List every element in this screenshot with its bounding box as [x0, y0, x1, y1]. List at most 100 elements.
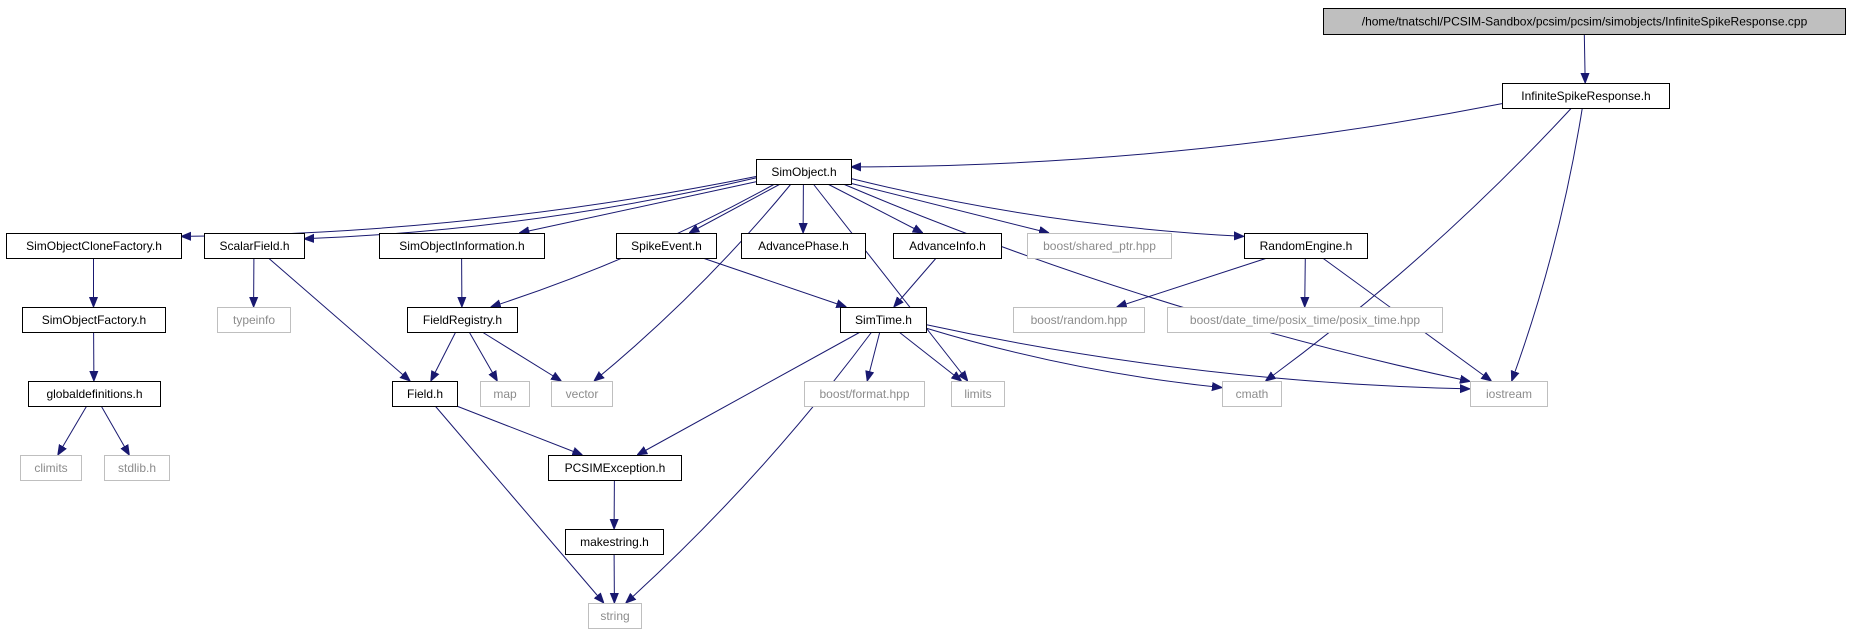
node-soinfo[interactable]: SimObjectInformation.h [379, 233, 545, 259]
node-stdlib[interactable]: stdlib.h [104, 455, 170, 481]
node-label: stdlib.h [118, 461, 156, 475]
node-box [28, 381, 161, 407]
node-box [840, 307, 927, 333]
node-label: SimObjectInformation.h [399, 239, 524, 253]
node-label: SimTime.h [855, 313, 912, 327]
node-label: SimObjectCloneFactory.h [26, 239, 162, 253]
edge-fieldregistry-to-map [468, 331, 497, 381]
node-box [616, 233, 717, 259]
node-label: boost/random.hpp [1031, 313, 1128, 327]
node-boostformat[interactable]: boost/format.hpp [804, 381, 925, 407]
node-box [1027, 233, 1172, 259]
node-label: boost/shared_ptr.hpp [1043, 239, 1156, 253]
edge-scalarfield-to-field [268, 257, 410, 381]
node-box [392, 381, 458, 407]
node-field[interactable]: Field.h [392, 381, 458, 407]
node-box [1167, 307, 1443, 333]
node-makestring[interactable]: makestring.h [565, 529, 664, 555]
node-label: iostream [1486, 387, 1532, 401]
node-label: AdvanceInfo.h [909, 239, 986, 253]
edge-globaldefs-to-stdlib [100, 405, 129, 455]
edge-simobject-to-scalarfield [304, 177, 757, 239]
edge-simobject-to-sharedptr [850, 182, 1049, 233]
node-box [1470, 381, 1548, 407]
node-box [1244, 233, 1368, 259]
node-randomengine[interactable]: RandomEngine.h [1244, 233, 1368, 259]
node-label: SimObject.h [771, 165, 836, 179]
edge-randomengine-to-boostrandom [1117, 257, 1268, 307]
node-label: cmath [1236, 387, 1269, 401]
node-label: Field.h [407, 387, 443, 401]
node-box [756, 159, 852, 185]
node-box [20, 455, 82, 481]
edge-simobject-to-limits [812, 183, 967, 381]
edge-isr-to-cmath [1266, 107, 1572, 381]
node-label: makestring.h [580, 535, 649, 549]
node-clonefactory[interactable]: SimObjectCloneFactory.h [6, 233, 182, 259]
edge-simtime-to-limits [898, 331, 962, 381]
node-box [893, 233, 1002, 259]
edge-simtime-to-boostformat [867, 331, 881, 381]
node-pcsimexception[interactable]: PCSIMException.h [548, 455, 682, 481]
node-scalarfield[interactable]: ScalarField.h [204, 233, 305, 259]
edge-root-to-isr [1584, 33, 1585, 83]
node-simtime[interactable]: SimTime.h [840, 307, 927, 333]
node-sofactory[interactable]: SimObjectFactory.h [22, 307, 166, 333]
node-box [6, 233, 182, 259]
edge-simobject-to-vector [594, 183, 792, 381]
node-fieldregistry[interactable]: FieldRegistry.h [407, 307, 518, 333]
node-globaldefs[interactable]: globaldefinitions.h [28, 381, 161, 407]
node-layer: /home/tnatschl/PCSIM-Sandbox/pcsim/pcsim… [6, 8, 1846, 629]
node-boostrandom[interactable]: boost/random.hpp [1013, 307, 1145, 333]
node-label: boost/format.hpp [819, 387, 909, 401]
node-box [741, 233, 866, 259]
node-spikeevent[interactable]: SpikeEvent.h [616, 233, 717, 259]
node-label: AdvancePhase.h [758, 239, 849, 253]
node-box [551, 381, 613, 407]
node-map[interactable]: map [480, 381, 530, 407]
node-advanceinfo[interactable]: AdvanceInfo.h [893, 233, 1002, 259]
node-isr[interactable]: InfiniteSpikeResponse.h [1502, 83, 1670, 109]
node-box [22, 307, 166, 333]
edge-isr-to-simobject [851, 103, 1503, 167]
node-label: FieldRegistry.h [423, 313, 502, 327]
node-box [1502, 83, 1670, 109]
edge-simtime-to-cmath [925, 327, 1222, 388]
edge-simobject-to-soinfo [519, 181, 757, 233]
node-posixtime[interactable]: boost/date_time/posix_time/posix_time.hp… [1167, 307, 1443, 333]
node-label: SpikeEvent.h [631, 239, 702, 253]
node-limits[interactable]: limits [951, 381, 1005, 407]
node-label: ScalarField.h [219, 239, 289, 253]
node-box [804, 381, 925, 407]
node-vector[interactable]: vector [551, 381, 613, 407]
node-label: /home/tnatschl/PCSIM-Sandbox/pcsim/pcsim… [1362, 15, 1808, 29]
node-box [379, 233, 545, 259]
node-simobject[interactable]: SimObject.h [756, 159, 852, 185]
node-box [588, 603, 642, 629]
node-box [1323, 8, 1846, 35]
node-sharedptr[interactable]: boost/shared_ptr.hpp [1027, 233, 1172, 259]
edge-globaldefs-to-climits [58, 405, 88, 455]
edge-simobject-to-randomengine [850, 178, 1244, 237]
edge-fieldregistry-to-vector [481, 331, 561, 381]
node-label: climits [34, 461, 67, 475]
node-label: globaldefinitions.h [46, 387, 142, 401]
node-root[interactable]: /home/tnatschl/PCSIM-Sandbox/pcsim/pcsim… [1323, 8, 1846, 35]
edge-simtime-to-iostream [925, 324, 1470, 389]
node-label: vector [566, 387, 599, 401]
edge-field-to-pcsimexception [456, 405, 583, 455]
node-string[interactable]: string [588, 603, 642, 629]
edge-layer [58, 33, 1585, 603]
node-box [217, 307, 291, 333]
node-climits[interactable]: climits [20, 455, 82, 481]
node-typeinfo[interactable]: typeinfo [217, 307, 291, 333]
node-label: SimObjectFactory.h [42, 313, 146, 327]
node-advancephase[interactable]: AdvancePhase.h [741, 233, 866, 259]
node-cmath[interactable]: cmath [1222, 381, 1282, 407]
node-label: string [600, 609, 629, 623]
node-box [1222, 381, 1282, 407]
node-iostream[interactable]: iostream [1470, 381, 1548, 407]
edge-simobject-to-spikeevent [689, 183, 781, 233]
edge-simobject-to-advanceinfo [827, 183, 923, 233]
